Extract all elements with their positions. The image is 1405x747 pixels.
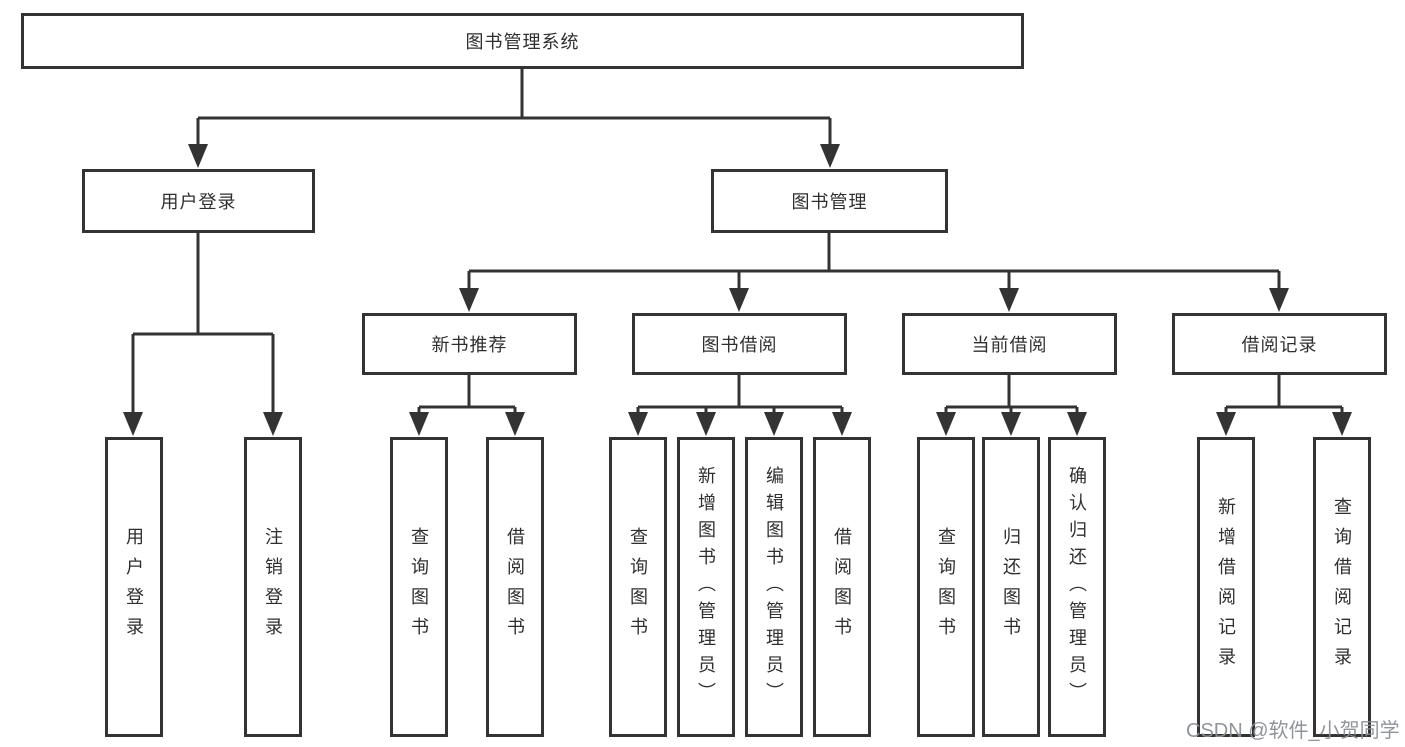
leaf-confirm-return-admin: 确认归还（管理员） — [1048, 437, 1106, 737]
leaf-add-books-admin: 新增图书（管理员） — [677, 437, 735, 737]
leaf-logout: 注销登录 — [244, 437, 302, 737]
connector-new-book-to-leaves — [409, 375, 525, 436]
leaf-add-borrow-record: 新增借阅记录 — [1197, 437, 1255, 737]
leaf-query-books-current: 查询图书 — [917, 437, 975, 737]
connector-borrow-records-to-leaves — [1216, 375, 1352, 436]
node-user-login: 用户登录 — [82, 169, 315, 233]
leaf-query-books-recommend: 查询图书 — [390, 437, 448, 737]
node-root-system: 图书管理系统 — [21, 13, 1024, 69]
connector-book-management-to-level3 — [459, 233, 1289, 312]
leaf-edit-books-admin: 编辑图书（管理员） — [745, 437, 803, 737]
leaf-user-login: 用户登录 — [105, 437, 163, 737]
node-book-borrow: 图书借阅 — [632, 313, 847, 375]
connector-current-borrow-to-leaves — [936, 375, 1087, 436]
leaf-query-borrow-record: 查询借阅记录 — [1313, 437, 1371, 737]
leaf-query-books-borrow: 查询图书 — [609, 437, 667, 737]
leaf-borrow-books-recommend: 借阅图书 — [486, 437, 544, 737]
connector-user-login-to-leaves — [123, 233, 283, 436]
node-borrow-records: 借阅记录 — [1172, 313, 1387, 375]
connector-book-borrow-to-leaves — [628, 375, 852, 436]
connector-root-to-level2 — [188, 69, 840, 168]
leaf-borrow-books: 借阅图书 — [813, 437, 871, 737]
leaf-return-books: 归还图书 — [982, 437, 1040, 737]
node-new-book-recommend: 新书推荐 — [362, 313, 577, 375]
node-current-borrow: 当前借阅 — [902, 313, 1117, 375]
csdn-watermark: CSDN @软件_小贺同学 — [1186, 720, 1400, 742]
node-book-management: 图书管理 — [711, 169, 948, 233]
